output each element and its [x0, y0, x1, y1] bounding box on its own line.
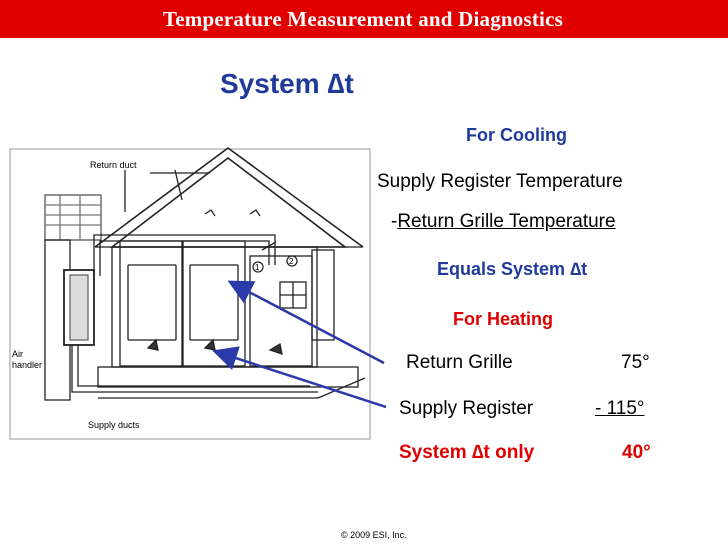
marker-1-circle [252, 261, 264, 273]
air-label: Air [12, 349, 23, 359]
for-cooling-heading: For Cooling [466, 125, 567, 145]
return-grille-temperature-line: -Return Grille Temperature [391, 211, 616, 233]
supply-register-value: - 115° [595, 398, 645, 419]
system-delta-t-heading: System ∆t [220, 68, 354, 100]
equals-system-delta-t: Equals System ∆t [437, 259, 587, 280]
system-delta-t-only-value: 40° [622, 442, 651, 463]
handler-label: handler [12, 360, 42, 370]
heading-text: System [220, 68, 328, 99]
equals-text: Equals System [437, 259, 571, 279]
title-bar [0, 0, 728, 38]
return-grille-temperature-text: Return Grille Temperature [397, 211, 616, 232]
system-delta-t-only-label: System ∆t only [399, 442, 535, 463]
delta-t-symbol: ∆t [327, 68, 354, 99]
copyright-text: © 2009 ESI, Inc. [341, 530, 407, 540]
supply-ducts-label: Supply ducts [88, 420, 140, 430]
minus-sign: - [391, 211, 398, 232]
house-hvac-diagram: 1 2 Return duct Air handler Supply ducts [9, 147, 371, 440]
return-duct-label: Return duct [90, 160, 137, 170]
for-heating-heading: For Heating [453, 309, 554, 329]
page-title: Temperature Measurement and Diagnostics [163, 7, 563, 31]
return-grille-label: Return Grille [406, 352, 513, 373]
marker-1-label: 1 [255, 263, 260, 272]
supply-register-label: Supply Register [399, 398, 534, 419]
supply-register-temperature-line: Supply Register Temperature [377, 171, 623, 192]
return-grille-value: 75° [621, 352, 650, 373]
marker-2-circle [286, 255, 298, 267]
marker-2-label: 2 [289, 257, 294, 266]
equals-delta-symbol: ∆t [570, 259, 588, 279]
